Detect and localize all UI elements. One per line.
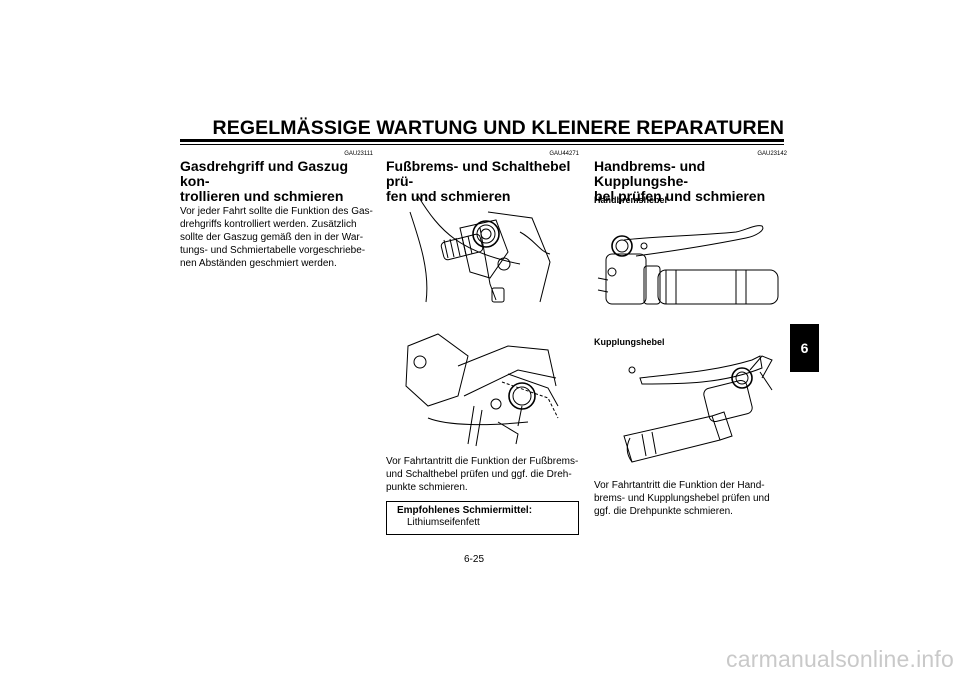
header-rule-thin: [180, 144, 784, 145]
note-label: Empfohlenes Schmiermittel:: [397, 505, 533, 516]
body-line: drehgriffs kontrolliert werden. Zusätzli…: [180, 219, 357, 230]
section-code: GAU23142: [757, 151, 787, 157]
section-title: Gasdrehgriff und Gaszug kon- trollieren …: [180, 159, 373, 204]
section-throttle: GAU23111 Gasdrehgriff und Gaszug kon- tr…: [180, 150, 373, 270]
clutch-lever-illustration: [623, 355, 773, 463]
body-line: Vor Fahrtantritt die Funktion der Hand-: [594, 480, 765, 491]
section-title: Fußbrems- und Schalthebel prü- fen und s…: [386, 159, 579, 204]
chapter-tab: 6: [790, 324, 819, 372]
watermark: carmanualsonline.info: [726, 646, 954, 672]
body-line: sollte der Gaszug gemäß den in der War-: [180, 232, 364, 243]
body-line: nen Abständen geschmiert werden.: [180, 258, 337, 269]
body-line: Vor jeder Fahrt sollte die Funktion des …: [180, 206, 373, 217]
section-code: GAU44271: [549, 151, 579, 157]
sub-heading-brake: Handbremshebel: [594, 195, 668, 205]
note-value: Lithiumseifenfett: [407, 517, 480, 528]
sub-heading-clutch: Kupplungshebel: [594, 337, 665, 347]
body-line: und Schalthebel prüfen und ggf. die Dreh…: [386, 469, 572, 480]
title-line: bel prüfen und schmieren: [594, 188, 766, 204]
body-line: Vor Fahrtantritt die Funktion der Fußbre…: [386, 456, 579, 467]
title-line: trollieren und schmieren: [180, 188, 344, 204]
hand-levers-body: Vor Fahrtantritt die Funktion der Hand- …: [594, 479, 787, 518]
page-number: 6-25: [464, 554, 485, 565]
body-line: brems- und Kupplungshebel prüfen und: [594, 493, 770, 504]
brake-lever-illustration: [597, 225, 779, 305]
section-title: Handbrems- und Kupplungshe- bel prüfen u…: [594, 159, 787, 204]
title-line: Fußbrems- und Schalthebel prü-: [386, 158, 571, 189]
lubricant-note-box: Empfohlenes Schmiermittel: Lithiumseifen…: [386, 501, 579, 535]
section-hand-levers: GAU23142 Handbrems- und Kupplungshe- bel…: [594, 150, 787, 204]
title-line: fen und schmieren: [386, 188, 511, 204]
title-line: Handbrems- und Kupplungshe-: [594, 158, 706, 189]
section-body: Vor jeder Fahrt sollte die Funktion des …: [180, 205, 373, 270]
foot-levers-body: Vor Fahrtantritt die Funktion der Fußbre…: [386, 455, 579, 494]
body-line: punkte schmieren.: [386, 482, 468, 493]
header-rule: [180, 139, 784, 142]
section-code: GAU23111: [344, 151, 373, 157]
title-line: Gasdrehgriff und Gaszug kon-: [180, 158, 349, 189]
shift-lever-illustration: [405, 333, 559, 447]
page-header-title: REGELMÄSSIGE WARTUNG UND KLEINERE REPARA…: [212, 117, 784, 139]
body-line: tungs- und Schmiertabelle vorgeschriebe-: [180, 245, 366, 256]
body-line: ggf. die Drehpunkte schmieren.: [594, 506, 733, 517]
section-foot-levers: GAU44271 Fußbrems- und Schalthebel prü- …: [386, 150, 579, 204]
brake-pedal-illustration: [409, 195, 551, 303]
